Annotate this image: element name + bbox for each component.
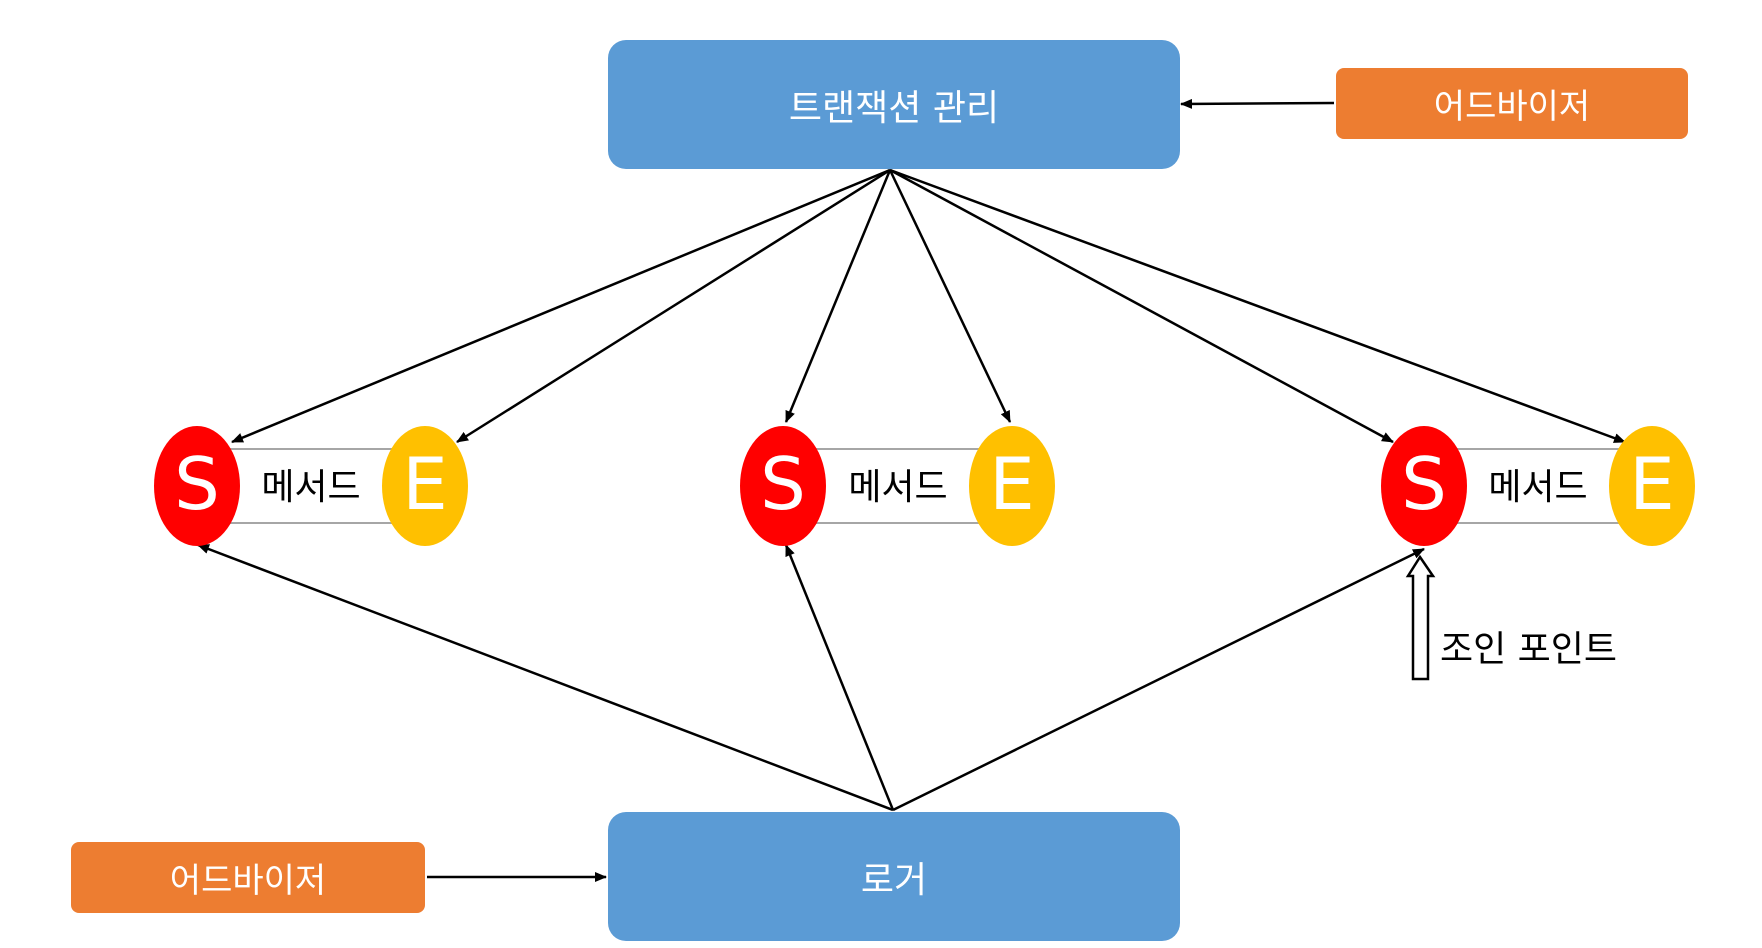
logger-label: 로거 (860, 859, 928, 901)
start-node-3: S (1381, 426, 1467, 546)
end-node-3: E (1609, 426, 1695, 546)
method-label-1: 메서드 (261, 467, 361, 508)
end-node-2-letter: E (989, 442, 1035, 526)
edge-transaction-to-start-1 (231, 168, 891, 444)
joinpoint-label: 조인 포인트 (1440, 629, 1618, 670)
joinpoint-arrow (1405, 554, 1436, 681)
start-node-1: S (154, 426, 240, 546)
start-node-3-letter: S (1401, 442, 1447, 526)
start-node-1-letter: S (174, 442, 220, 526)
method-label-3: 메서드 (1488, 467, 1588, 508)
edge-logger-to-start-1 (197, 543, 894, 812)
start-node-2: S (740, 426, 826, 546)
edge-transaction-to-start-3 (889, 168, 1394, 444)
end-node-2: E (969, 426, 1055, 546)
edge-transaction-to-start-2 (784, 169, 892, 423)
advisor-bottom-box: 어드바이저 (71, 842, 425, 913)
end-node-1: E (382, 426, 468, 546)
edge-transaction-to-end-1 (456, 168, 891, 444)
end-node-3-letter: E (1629, 442, 1675, 526)
logger-box: 로거 (608, 812, 1180, 941)
advisor-bottom-label: 어드바이저 (169, 861, 327, 901)
advisor-top-label: 어드바이저 (1433, 87, 1591, 127)
edge-logger-to-start-2 (784, 544, 895, 811)
edge-advisor-to-transaction (1180, 98, 1335, 109)
transaction-management-label: 트랜잭션 관리 (788, 87, 1000, 129)
advisor-top-box: 어드바이저 (1336, 68, 1688, 139)
method-label-2: 메서드 (848, 467, 948, 508)
edge-transaction-to-end-2 (888, 169, 1012, 423)
edge-logger-to-start-3 (892, 547, 1425, 812)
end-node-1-letter: E (402, 442, 448, 526)
start-node-2-letter: S (760, 442, 806, 526)
transaction-management-box: 트랜잭션 관리 (608, 40, 1180, 169)
edge-transaction-to-end-3 (889, 168, 1626, 444)
